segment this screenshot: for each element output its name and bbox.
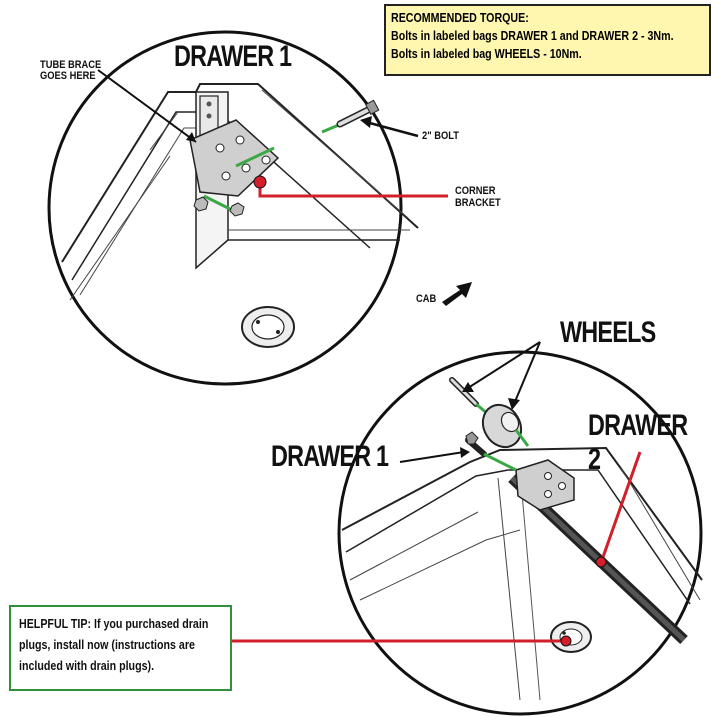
drawer-2-label: DRAWER 2 (588, 409, 688, 476)
torque-title: RECOMMENDED TORQUE: (391, 10, 529, 25)
helpful-tip-box: HELPFUL TIP: If you purchased drain plug… (9, 605, 232, 691)
top-drawer-1-label: DRAWER 1 (174, 40, 292, 73)
top-detail-circle (47, 30, 448, 386)
wheels-label: WHEELS (560, 316, 656, 349)
cab-direction-arrow (442, 282, 472, 306)
two-inch-bolt-label: 2" BOLT (422, 130, 459, 142)
tip-line-1: HELPFUL TIP: If you purchased drain (19, 613, 208, 634)
corner-bracket-label-line-2: BRACKET (455, 197, 501, 209)
tip-line-2: plugs, install now (instructions are (19, 637, 195, 652)
torque-line-1: Bolts in labeled bags DRAWER 1 and DRAWE… (391, 28, 674, 43)
bottom-drawer-1-label: DRAWER 1 (271, 440, 389, 473)
tube-brace-label-line-2: GOES HERE (40, 70, 96, 82)
bottom-detail-circle (232, 341, 703, 716)
corner-bracket-label-line-1: CORNER (455, 185, 496, 197)
torque-info-box: RECOMMENDED TORQUE: Bolts in labeled bag… (384, 4, 711, 76)
tip-line-3: included with drain plugs). (19, 658, 155, 673)
tube-brace-label-line-1: TUBE BRACE (40, 59, 102, 71)
tip-title: HELPFUL TIP: (19, 616, 92, 631)
torque-line-2: Bolts in labeled bag WHEELS - 10Nm. (391, 46, 582, 61)
tip-text-1: If you purchased drain (91, 616, 209, 631)
cab-label: CAB (416, 293, 437, 305)
